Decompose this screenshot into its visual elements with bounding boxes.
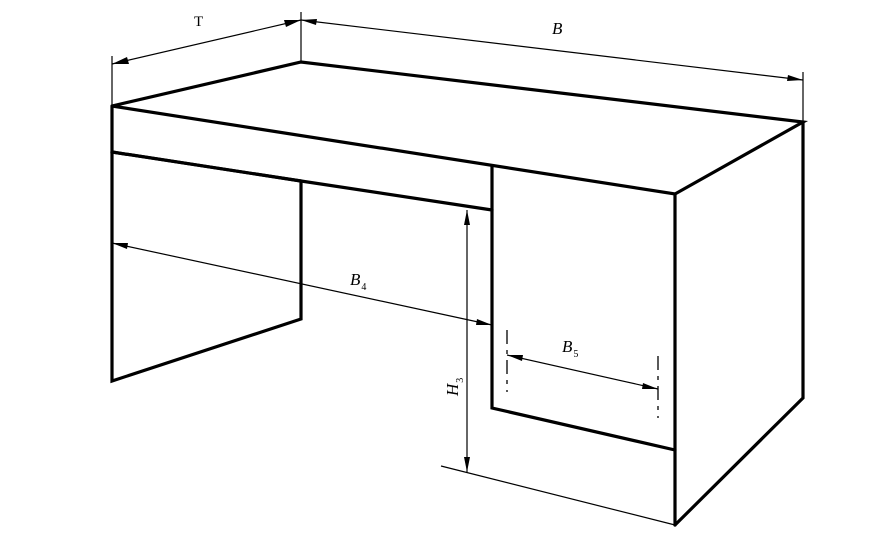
arrowhead [284, 20, 301, 27]
knee-height-label: H3 [443, 378, 466, 397]
arrowhead [301, 19, 317, 25]
label-subscript: 5 [573, 349, 578, 360]
label-subscript: 3 [455, 378, 466, 383]
pedestal-front [490, 164, 677, 452]
desk-outline [110, 60, 809, 527]
dimension-pedestal-width: B5 [506, 330, 659, 418]
dimension-depth: T [111, 12, 302, 106]
left-panel [110, 150, 303, 384]
dimension-width: B [300, 19, 804, 122]
arrowhead [112, 243, 128, 249]
floor-reference-line [440, 465, 676, 526]
depth-label: T [194, 14, 203, 30]
desk-top-surface [111, 60, 809, 196]
dimension-line [111, 19, 302, 65]
arrowhead [464, 457, 470, 472]
arrowhead [507, 355, 523, 361]
arrowhead [464, 210, 470, 225]
dimension-line [300, 19, 804, 81]
label-letter: H [443, 382, 462, 397]
label-letter: B [562, 337, 573, 356]
arrowhead [476, 319, 492, 325]
arrowhead [787, 75, 803, 81]
dimension-line [111, 242, 493, 326]
desk-apron-bottom [110, 150, 303, 183]
dimension-line [506, 354, 659, 390]
label-letter: B [350, 270, 361, 289]
pedestal-width-label: B5 [562, 337, 578, 360]
dimension-knee-height: H3 [440, 210, 676, 526]
label-subscript: 4 [361, 282, 366, 293]
right-side-panel [673, 120, 805, 527]
arrowhead [642, 383, 658, 389]
width-label: B [552, 19, 563, 38]
arrowhead [112, 57, 129, 64]
dimension-knee-width: B4 [111, 242, 493, 326]
knee-width-label: B4 [350, 270, 366, 293]
